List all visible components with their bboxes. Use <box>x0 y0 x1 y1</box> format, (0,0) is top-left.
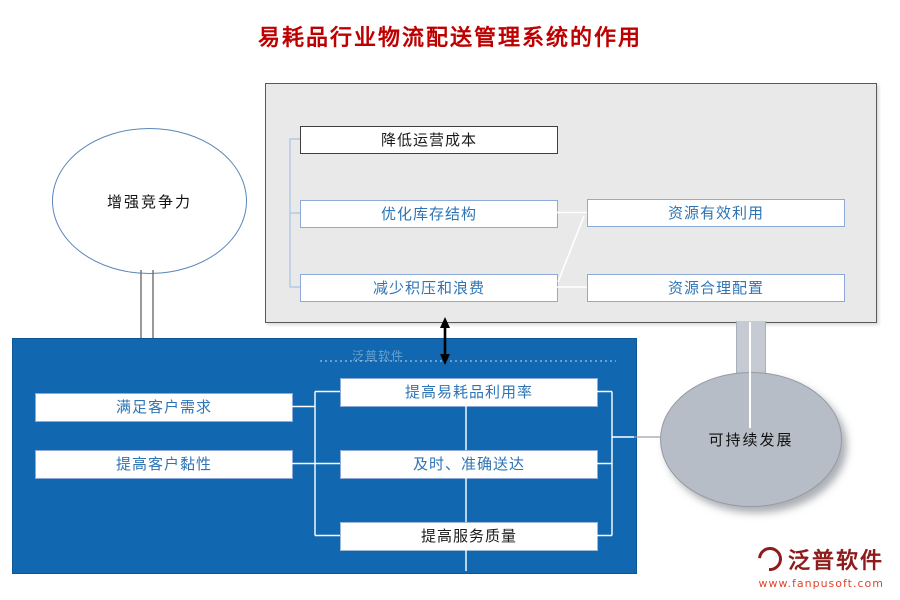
node-timely-accurate-delivery: 及时、准确送达 <box>340 450 598 479</box>
fanpu-logo-icon <box>753 542 787 576</box>
node-reduce-backlog-waste: 减少积压和浪费 <box>300 274 558 302</box>
watermark-text: 泛普软件 <box>352 349 405 363</box>
sustainability-label: 可持续发展 <box>708 431 794 449</box>
competitiveness-ellipse: 增强竞争力 <box>52 128 247 274</box>
node-service-quality: 提高服务质量 <box>340 522 598 551</box>
competitiveness-label: 增强竞争力 <box>106 192 192 211</box>
brand-footer: 泛普软件 www.fanpusoft.com <box>753 542 884 590</box>
connector-white-line <box>749 322 751 428</box>
node-customer-stickiness: 提高客户黏性 <box>35 450 293 479</box>
competitiveness-double-link <box>140 270 154 338</box>
node-reduce-operating-cost: 降低运营成本 <box>300 126 558 154</box>
brand-row: 泛普软件 <box>753 542 884 576</box>
brand-name: 泛普软件 <box>787 548 884 574</box>
panel-to-ellipse-connector <box>736 321 766 375</box>
page-title: 易耗品行业物流配送管理系统的作用 <box>257 25 642 51</box>
node-consumable-utilization: 提高易耗品利用率 <box>340 378 598 407</box>
node-meet-customer-needs: 满足客户需求 <box>35 393 293 422</box>
node-rational-resource-allocation: 资源合理配置 <box>587 274 845 302</box>
brand-url-link[interactable]: www.fanpusoft.com <box>758 577 884 590</box>
node-optimize-inventory: 优化库存结构 <box>300 200 558 228</box>
node-effective-resource-use: 资源有效利用 <box>587 199 845 227</box>
sustainability-ellipse: 可持续发展 <box>660 372 842 507</box>
